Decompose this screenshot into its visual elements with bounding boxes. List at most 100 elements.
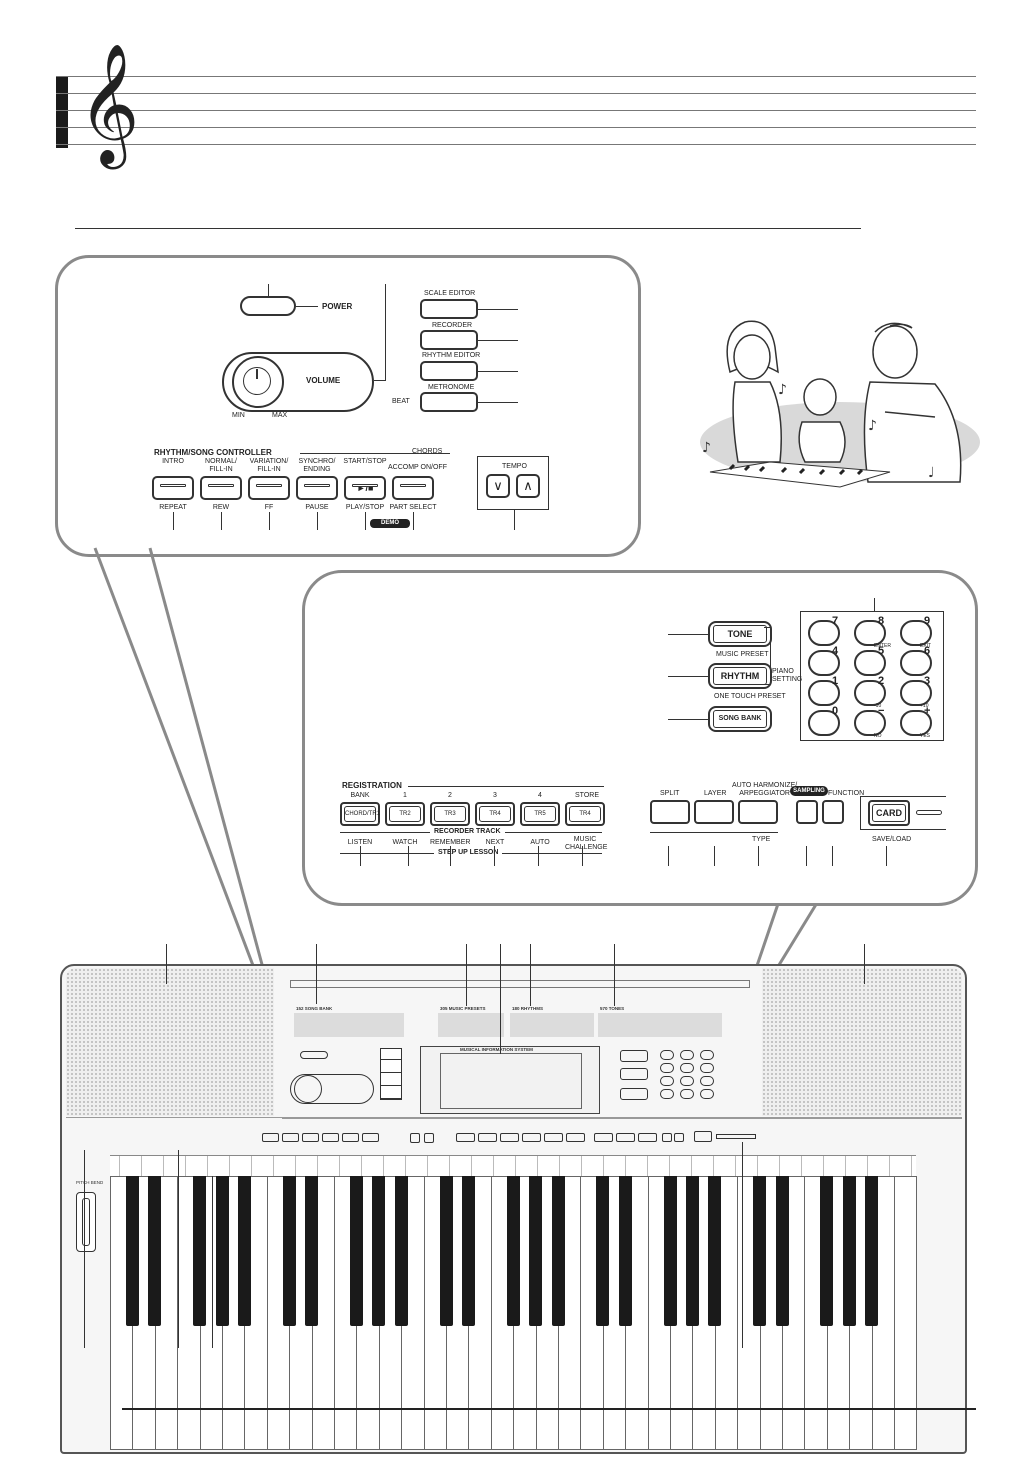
black-key[interactable]	[708, 1176, 722, 1326]
sampling-button[interactable]	[796, 800, 818, 824]
numpad-key[interactable]	[854, 680, 886, 706]
mini-numpad-key[interactable]	[660, 1050, 674, 1060]
tempo-up-button[interactable]: ∧	[516, 474, 540, 498]
numpad-sub: -10	[874, 703, 882, 709]
black-key[interactable]	[372, 1176, 386, 1326]
mini-tempo-up[interactable]	[424, 1133, 434, 1143]
mini-controller-button[interactable]	[342, 1133, 359, 1142]
mini-numpad-key[interactable]	[700, 1076, 714, 1086]
controller-button[interactable]	[392, 476, 434, 500]
numpad-key[interactable]	[900, 710, 932, 736]
mini-numpad-key[interactable]	[700, 1089, 714, 1099]
white-key[interactable]	[894, 1176, 918, 1450]
numpad-key[interactable]	[900, 620, 932, 646]
mini-numpad-key[interactable]	[680, 1050, 694, 1060]
black-key[interactable]	[618, 1176, 632, 1326]
mini-rhythm-button[interactable]	[620, 1068, 648, 1080]
mini-numpad-key[interactable]	[680, 1089, 694, 1099]
black-key[interactable]	[215, 1176, 229, 1326]
black-key[interactable]	[506, 1176, 520, 1326]
mini-registration-button[interactable]	[456, 1133, 475, 1142]
mini-numpad-key[interactable]	[700, 1050, 714, 1060]
mini-registration-button[interactable]	[566, 1133, 585, 1142]
numpad-key[interactable]	[854, 710, 886, 736]
card-slot[interactable]	[916, 810, 942, 815]
mini-numpad-key[interactable]	[680, 1076, 694, 1086]
black-key[interactable]	[753, 1176, 767, 1326]
black-key[interactable]	[775, 1176, 789, 1326]
mini-function-button[interactable]	[638, 1133, 657, 1142]
numpad-key[interactable]	[900, 650, 932, 676]
mini-numpad-key[interactable]	[660, 1063, 674, 1073]
registration-title: REGISTRATION	[342, 781, 402, 790]
black-key[interactable]	[596, 1176, 610, 1326]
numpad-key[interactable]	[808, 650, 840, 676]
mini-card-slot[interactable]	[716, 1134, 756, 1139]
black-key[interactable]	[237, 1176, 251, 1326]
metronome-button[interactable]	[420, 392, 478, 412]
mini-card-button[interactable]	[694, 1131, 712, 1142]
black-key[interactable]	[148, 1176, 162, 1326]
layer-button[interactable]	[694, 800, 734, 824]
mini-function-button[interactable]	[594, 1133, 613, 1142]
black-key[interactable]	[461, 1176, 475, 1326]
black-key[interactable]	[529, 1176, 543, 1326]
mini-tone-button[interactable]	[620, 1050, 648, 1062]
rhythm-editor-button[interactable]	[420, 361, 478, 381]
mini-registration-button[interactable]	[544, 1133, 563, 1142]
numpad-key[interactable]	[900, 680, 932, 706]
tempo-group	[477, 456, 549, 510]
split-button[interactable]	[650, 800, 690, 824]
numpad-key[interactable]	[854, 650, 886, 676]
mini-side-buttons[interactable]	[380, 1048, 402, 1100]
mini-tempo-down[interactable]	[410, 1133, 420, 1143]
power-button[interactable]	[240, 296, 296, 316]
numpad-key[interactable]	[808, 620, 840, 646]
numpad-key[interactable]	[854, 620, 886, 646]
tempo-down-button[interactable]: ∨	[486, 474, 510, 498]
mini-numpad-key[interactable]	[660, 1089, 674, 1099]
controller-button[interactable]	[296, 476, 338, 500]
controller-button[interactable]: ►/■	[344, 476, 386, 500]
black-key[interactable]	[193, 1176, 207, 1326]
mini-sampling-button[interactable]	[662, 1133, 672, 1142]
black-key[interactable]	[551, 1176, 565, 1326]
mini-controller-button[interactable]	[362, 1133, 379, 1142]
mini-song-bank-button[interactable]	[620, 1088, 648, 1100]
mini-function-button[interactable]	[616, 1133, 635, 1142]
auto-harmonize-button[interactable]	[738, 800, 778, 824]
black-key[interactable]	[842, 1176, 856, 1326]
mini-registration-button[interactable]	[478, 1133, 497, 1142]
mini-numpad-key[interactable]	[700, 1063, 714, 1073]
black-key[interactable]	[349, 1176, 363, 1326]
black-key[interactable]	[865, 1176, 879, 1326]
mini-controller-button[interactable]	[282, 1133, 299, 1142]
black-key[interactable]	[282, 1176, 296, 1326]
mini-registration-button[interactable]	[500, 1133, 519, 1142]
controller-button[interactable]	[248, 476, 290, 500]
mini-numpad-key[interactable]	[680, 1063, 694, 1073]
volume-knob[interactable]	[232, 356, 284, 408]
black-key[interactable]	[820, 1176, 834, 1326]
mini-controller-button[interactable]	[302, 1133, 319, 1142]
black-key[interactable]	[305, 1176, 319, 1326]
black-key[interactable]	[439, 1176, 453, 1326]
black-key[interactable]	[394, 1176, 408, 1326]
function-button[interactable]	[822, 800, 844, 824]
black-key[interactable]	[685, 1176, 699, 1326]
pitch-bend-wheel[interactable]	[76, 1192, 96, 1252]
black-key[interactable]	[125, 1176, 139, 1326]
scale-editor-button[interactable]	[420, 299, 478, 319]
controller-button[interactable]	[152, 476, 194, 500]
numpad-key[interactable]	[808, 710, 840, 736]
numpad-key[interactable]	[808, 680, 840, 706]
recorder-button[interactable]	[420, 330, 478, 350]
mini-numpad-key[interactable]	[660, 1076, 674, 1086]
black-key[interactable]	[663, 1176, 677, 1326]
mini-power-button[interactable]	[300, 1051, 328, 1059]
mini-registration-button[interactable]	[522, 1133, 541, 1142]
mini-controller-button[interactable]	[262, 1133, 279, 1142]
mini-controller-button[interactable]	[322, 1133, 339, 1142]
controller-button[interactable]	[200, 476, 242, 500]
mini-sampling-button[interactable]	[674, 1133, 684, 1142]
